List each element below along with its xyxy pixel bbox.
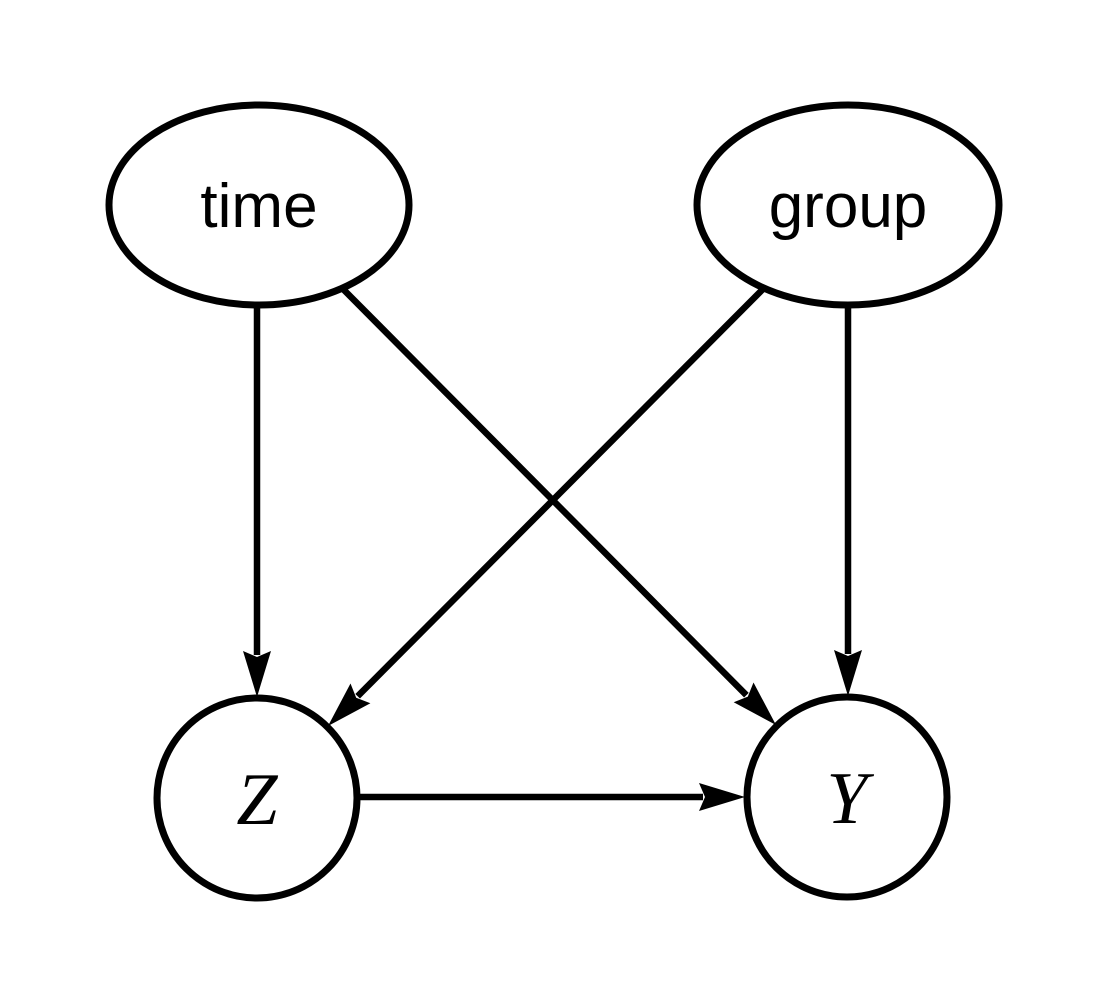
node-label-time: time [200, 172, 317, 241]
node-time: time [105, 101, 413, 309]
edge-line-group-Z [355, 285, 767, 699]
node-label-Y: Y [826, 758, 874, 840]
edge-group-to-Y [834, 305, 862, 696]
circle-outline-Y [743, 693, 951, 901]
node-Z: Z [153, 694, 361, 902]
arrowhead-icon [328, 683, 371, 726]
arrowhead-icon [699, 783, 745, 811]
circle-outline-Z [153, 694, 361, 902]
ellipse-outline-group [693, 101, 1003, 309]
node-Y: Y [743, 693, 951, 901]
arrowhead-icon [733, 682, 776, 725]
node-label-Z: Z [236, 759, 278, 841]
node-label-group: group [769, 172, 928, 241]
edge-Z-to-Y [357, 783, 745, 811]
arrowhead-icon [834, 650, 862, 696]
ellipse-outline-time [105, 101, 413, 309]
edge-time-to-Z [243, 305, 271, 697]
edge-line-time-Y [339, 285, 749, 698]
edge-group-to-Z [328, 285, 767, 726]
node-group: group [693, 101, 1003, 309]
arrowhead-icon [243, 651, 271, 697]
edge-time-to-Y [339, 285, 776, 725]
